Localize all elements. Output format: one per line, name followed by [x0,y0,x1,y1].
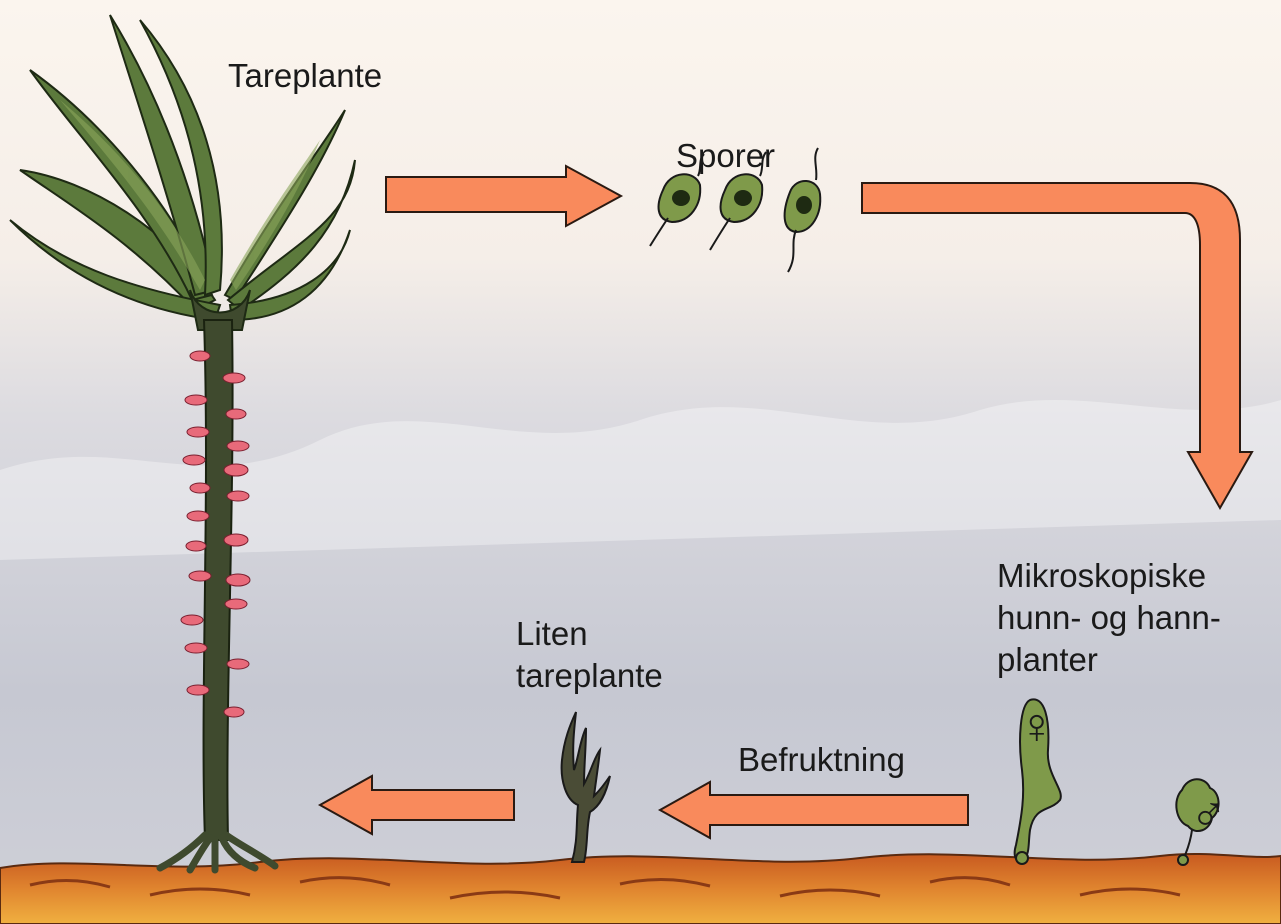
label-spores: Sporer [676,136,775,176]
label-small-kelp-line1: Liten [516,614,588,654]
male-symbol: ♂ [1190,786,1228,842]
label-microscopic-line1: Mikroskopiske [997,556,1206,596]
label-kelp-plant: Tareplante [228,56,382,96]
label-fertilization: Befruktning [738,740,905,780]
female-symbol: ♀ [1018,698,1056,754]
label-microscopic-line3: planter [997,640,1098,680]
label-small-kelp-line2: tareplante [516,656,663,696]
label-microscopic-line2: hunn- og hann- [997,598,1221,638]
